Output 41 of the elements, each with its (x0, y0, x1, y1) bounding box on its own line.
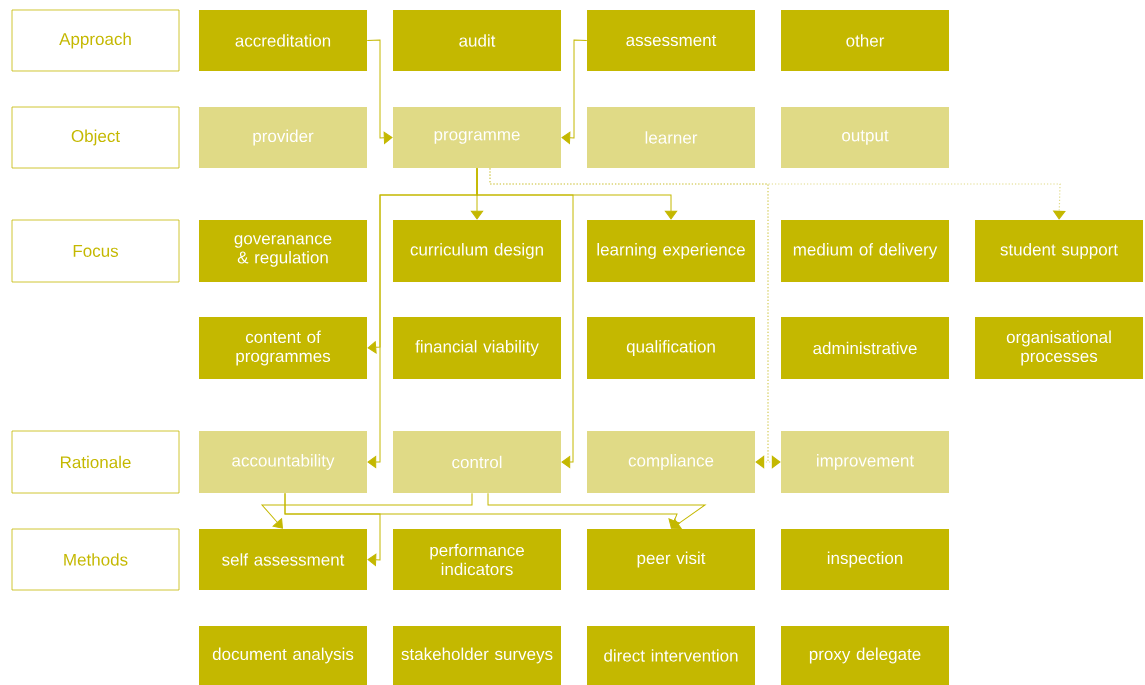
category-box: curriculum design (393, 220, 561, 282)
category-box: assessment (587, 10, 755, 71)
category-box: medium of delivery (781, 220, 949, 282)
category-box: proxy delegate (781, 626, 949, 685)
connector-arrow (561, 39, 588, 144)
category-box: self assessment (199, 529, 367, 590)
category-box: compliance (587, 431, 755, 493)
category-box: financial viability (393, 317, 561, 379)
row-label: Focus (11, 219, 180, 283)
category-box: peer visit (587, 529, 755, 590)
category-box: programme (393, 107, 561, 168)
category-box: provider (199, 107, 367, 168)
category-box: student support (975, 220, 1143, 282)
category-box: content of programmes (199, 317, 367, 379)
category-box: audit (393, 10, 561, 71)
category-box: organisational processes (975, 317, 1143, 379)
category-box: goveranance & regulation (199, 220, 367, 282)
category-box: learner (587, 107, 755, 168)
row-label: Rationale (11, 430, 180, 494)
category-box: document analysis (199, 626, 367, 685)
row-label: Approach (11, 9, 180, 72)
category-box: direct intervention (587, 626, 755, 685)
category-box: stakeholder surveys (393, 626, 561, 685)
category-box: performance indicators (393, 529, 561, 590)
connector-arrow (476, 167, 574, 469)
connector-arrow (261, 492, 473, 529)
category-box: administrative (781, 317, 949, 379)
category-box: output (781, 107, 949, 168)
category-box: improvement (781, 431, 949, 493)
row-label: Object (11, 106, 180, 169)
category-box: control (393, 431, 561, 493)
category-box: learning experience (587, 220, 755, 282)
connector-arrow (284, 492, 381, 566)
category-box: inspection (781, 529, 949, 590)
connector-arrow (366, 39, 393, 144)
category-box: qualification (587, 317, 755, 379)
connector-arrow (487, 492, 706, 530)
category-box: other (781, 10, 949, 71)
category-box: accreditation (199, 10, 367, 71)
row-label: Methods (11, 528, 180, 591)
category-box: accountability (199, 431, 367, 493)
